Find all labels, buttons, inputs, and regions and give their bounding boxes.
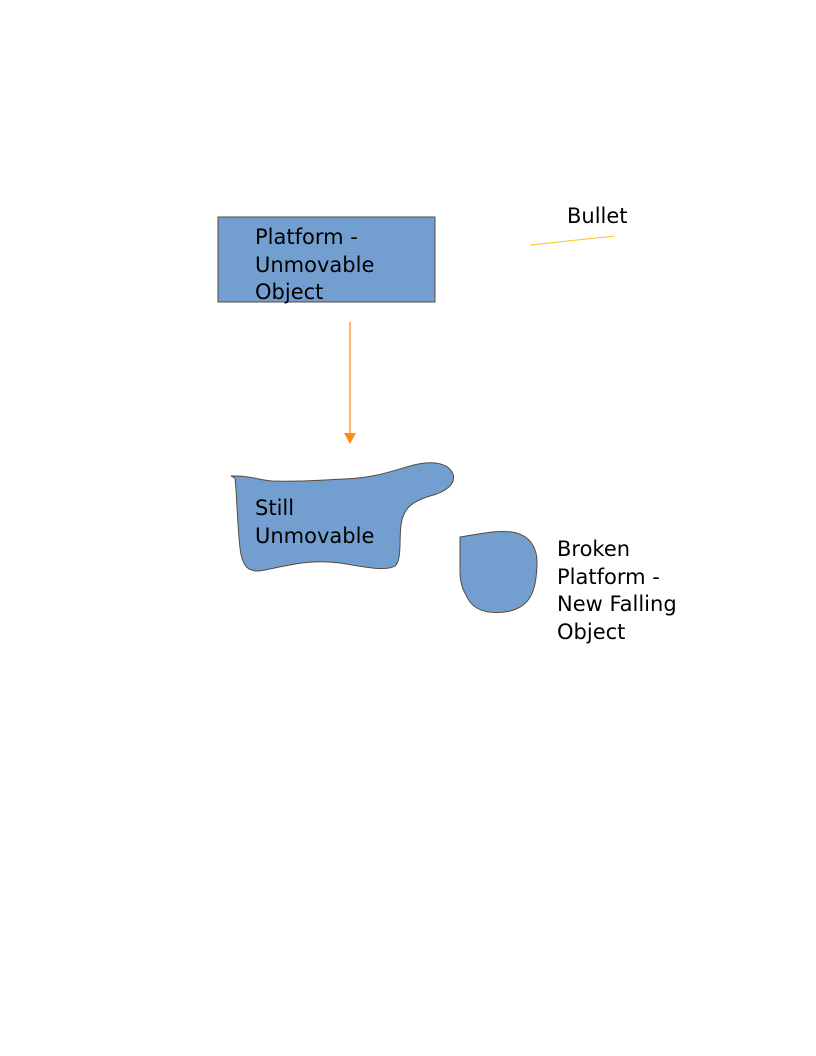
broken-platform-shape	[459, 531, 538, 614]
platform-label-line-2: Unmovable	[255, 252, 375, 277]
fall-arrow-head	[344, 433, 356, 444]
broken-platform-label-line-1: Broken	[557, 537, 631, 561]
still-unmovable-label-line-1: Still	[255, 496, 295, 520]
platform-label-line-3: Object	[255, 280, 324, 304]
platform-block	[217, 216, 436, 303]
still-unmovable-label: Still Unmovable	[255, 495, 374, 550]
bullet-trail	[529, 235, 616, 246]
still-unmovable-shape	[230, 462, 455, 572]
platform-label: Platform - Unmovable Object	[255, 224, 374, 307]
bullet-label: Bullet	[567, 203, 628, 231]
platform-label-line-1: Platform -	[255, 225, 358, 249]
bullet-label-text: Bullet	[567, 204, 628, 228]
broken-platform-label: Broken Platform - New Falling Object	[557, 536, 677, 646]
broken-platform-label-line-3: New Falling	[557, 592, 677, 616]
broken-platform-label-line-4: Object	[557, 619, 626, 644]
still-unmovable-label-line-2: Unmovable	[255, 523, 375, 548]
broken-platform-label-line-2: Platform -	[557, 564, 660, 589]
